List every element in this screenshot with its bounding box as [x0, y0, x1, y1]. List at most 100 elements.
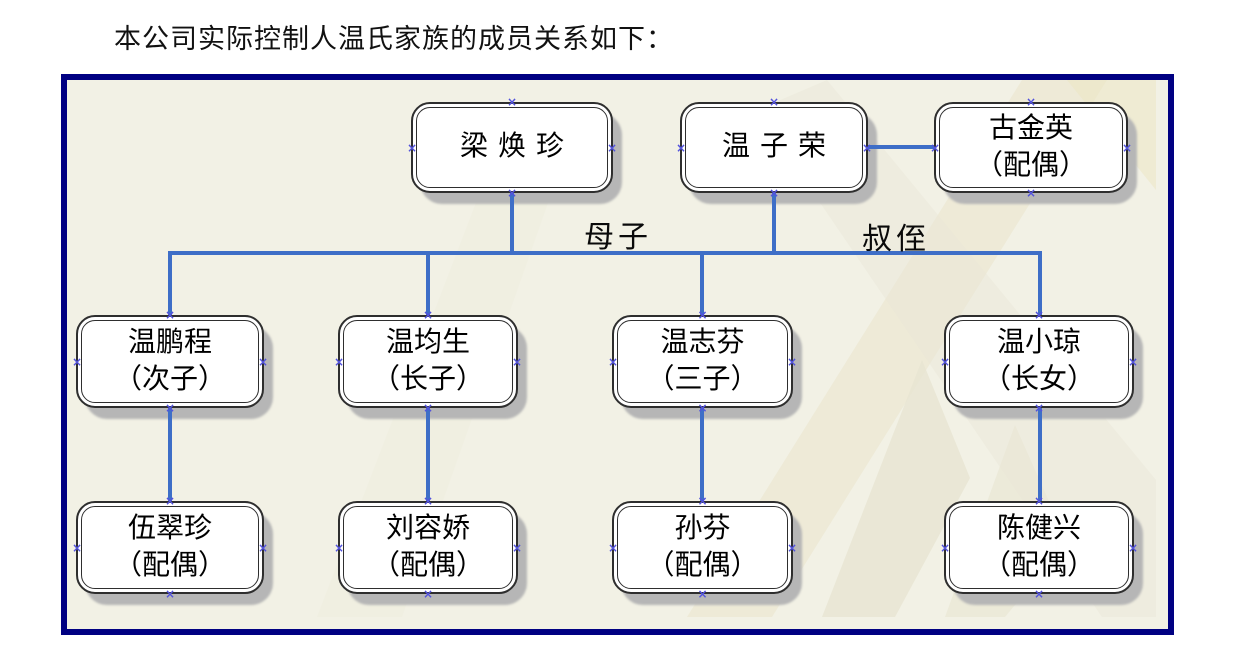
connector-horizontal-bus — [168, 251, 1042, 255]
selection-handle-icon[interactable]: × — [1033, 401, 1045, 415]
selection-handle-icon[interactable]: × — [511, 540, 522, 555]
selection-handle-icon[interactable]: × — [164, 401, 176, 415]
person-note: （三子） — [646, 363, 759, 395]
person-name: 温鹏程 — [127, 326, 212, 358]
selection-handle-icon[interactable]: × — [768, 95, 780, 109]
person-name: 刘容娇 — [385, 512, 470, 544]
person-node-body: 温子荣 — [685, 107, 863, 188]
connector-bus-to-xiaoqiong — [1038, 255, 1042, 317]
connector-zirong-to-bus — [772, 191, 776, 253]
selection-handle-icon[interactable]: × — [697, 494, 708, 508]
person-name: 温子荣 — [721, 131, 836, 163]
selection-handle-icon[interactable]: × — [164, 587, 176, 601]
person-node-gu-jinying[interactable]: 古金英 （配偶） × × × × — [930, 96, 1132, 199]
selection-handle-icon[interactable]: × — [422, 401, 434, 415]
person-name: 梁焕珍 — [459, 131, 574, 163]
person-node-wen-pengcheng[interactable]: 温鹏程 （次子） × × × × — [72, 309, 268, 414]
selection-handle-icon[interactable]: × — [768, 186, 780, 200]
selection-handle-icon[interactable]: × — [1033, 308, 1045, 322]
person-node-body: 温均生 （长子） — [343, 320, 513, 403]
selection-handle-icon[interactable]: × — [72, 540, 83, 555]
caption-text: 本公司实际控制人温氏家族的成员关系如下： — [114, 24, 674, 54]
person-node-body: 孙芬 （配偶） — [617, 506, 788, 589]
person-node-body: 陈健兴 （配偶） — [949, 506, 1129, 589]
person-node-body: 温鹏程 （次子） — [81, 320, 259, 403]
person-name: 温均生 — [385, 326, 470, 358]
connector-bus-to-zhifen — [700, 255, 704, 317]
person-note: （次子） — [113, 363, 226, 395]
selection-handle-icon[interactable]: × — [164, 494, 176, 508]
selection-handle-icon[interactable]: × — [697, 401, 708, 415]
person-name: 温志芬 — [660, 326, 745, 358]
connector-bus-to-junsheng — [426, 255, 430, 317]
selection-handle-icon[interactable]: × — [72, 354, 83, 369]
selection-handle-icon[interactable]: × — [422, 587, 434, 601]
selection-handle-icon[interactable]: × — [257, 540, 268, 555]
person-node-body: 古金英 （配偶） — [939, 107, 1123, 188]
person-note: （配偶） — [646, 549, 759, 581]
person-note: （长子） — [371, 363, 484, 395]
selection-handle-icon[interactable]: × — [407, 140, 418, 155]
person-node-liang-huanzhen[interactable]: 梁焕珍 × × × × — [407, 96, 617, 199]
connector-liang-to-bus — [510, 191, 514, 253]
connector-bus-to-pengcheng — [168, 255, 172, 317]
person-node-body: 温小琼 （长女） — [949, 320, 1129, 403]
person-node-body: 温志芬 （三子） — [617, 320, 788, 403]
connector-zhifen-to-sunfen — [700, 407, 704, 502]
selection-handle-icon[interactable]: × — [1121, 140, 1132, 155]
selection-handle-icon[interactable]: × — [697, 308, 708, 322]
selection-handle-icon[interactable]: × — [511, 354, 522, 369]
connector-pengcheng-to-wucuizhen — [168, 407, 172, 502]
selection-handle-icon[interactable]: × — [940, 354, 951, 369]
person-name: 伍翠珍 — [127, 512, 212, 544]
selection-handle-icon[interactable]: × — [861, 140, 872, 155]
relation-label-mother-son: 母子 — [584, 221, 652, 254]
selection-handle-icon[interactable]: × — [422, 494, 434, 508]
connector-spouse-wenzirong-gujinying — [868, 145, 934, 149]
selection-handle-icon[interactable]: × — [606, 140, 617, 155]
selection-handle-icon[interactable]: × — [334, 540, 345, 555]
person-note: （配偶） — [113, 549, 226, 581]
person-note: （配偶） — [371, 549, 484, 581]
person-node-body: 伍翠珍 （配偶） — [81, 506, 259, 589]
person-node-body: 刘容娇 （配偶） — [343, 506, 513, 589]
selection-handle-icon[interactable]: × — [257, 354, 268, 369]
person-name: 孙芬 — [674, 512, 731, 544]
selection-handle-icon[interactable]: × — [1127, 540, 1138, 555]
person-note: （配偶） — [974, 149, 1087, 181]
selection-handle-icon[interactable]: × — [1033, 494, 1045, 508]
selection-handle-icon[interactable]: × — [1025, 186, 1037, 200]
selection-handle-icon[interactable]: × — [786, 354, 797, 369]
person-node-body: 梁焕珍 — [416, 107, 608, 188]
selection-handle-icon[interactable]: × — [506, 186, 518, 200]
selection-handle-icon[interactable]: × — [334, 354, 345, 369]
person-node-liu-rongjiao[interactable]: 刘容娇 （配偶） × × × × — [334, 495, 522, 600]
selection-handle-icon[interactable]: × — [697, 587, 708, 601]
connector-junsheng-to-liurongjiao — [426, 407, 430, 502]
person-name: 陈健兴 — [996, 512, 1081, 544]
selection-handle-icon[interactable]: × — [164, 308, 176, 322]
selection-handle-icon[interactable]: × — [930, 140, 941, 155]
person-node-wen-zhifen[interactable]: 温志芬 （三子） × × × × — [608, 309, 797, 414]
person-node-wen-xiaoqiong[interactable]: 温小琼 （长女） × × × × — [940, 309, 1138, 414]
selection-handle-icon[interactable]: × — [676, 140, 687, 155]
person-name: 古金英 — [988, 112, 1073, 144]
person-node-sun-fen[interactable]: 孙芬 （配偶） × × × × — [608, 495, 797, 600]
selection-handle-icon[interactable]: × — [1033, 587, 1045, 601]
selection-handle-icon[interactable]: × — [608, 540, 619, 555]
person-name: 温小琼 — [996, 326, 1081, 358]
person-node-wen-zirong[interactable]: 温子荣 × × × × — [676, 96, 872, 199]
selection-handle-icon[interactable]: × — [786, 540, 797, 555]
selection-handle-icon[interactable]: × — [1025, 95, 1037, 109]
selection-handle-icon[interactable]: × — [940, 540, 951, 555]
selection-handle-icon[interactable]: × — [506, 95, 518, 109]
selection-handle-icon[interactable]: × — [1127, 354, 1138, 369]
person-node-wen-junsheng[interactable]: 温均生 （长子） × × × × — [334, 309, 522, 414]
person-note: （配偶） — [982, 549, 1095, 581]
selection-handle-icon[interactable]: × — [608, 354, 619, 369]
person-node-wu-cuizhen[interactable]: 伍翠珍 （配偶） × × × × — [72, 495, 268, 600]
person-node-chen-jianxing[interactable]: 陈健兴 （配偶） × × × × — [940, 495, 1138, 600]
connector-xiaoqiong-to-chenjianxing — [1038, 407, 1042, 502]
person-note: （长女） — [982, 363, 1095, 395]
selection-handle-icon[interactable]: × — [422, 308, 434, 322]
